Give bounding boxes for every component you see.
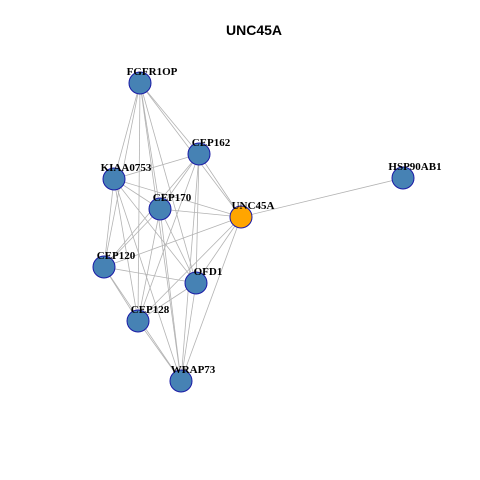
- edge-cep128-wrap73: [137, 320, 182, 382]
- edge-cep162-cep128: [137, 153, 200, 322]
- edge-kiaa0753-ofd1: [113, 178, 197, 284]
- node-cep120[interactable]: [92, 255, 116, 279]
- node-label-cep128: CEP128: [131, 304, 170, 316]
- edge-layer: [103, 82, 404, 382]
- node-unc45a[interactable]: [229, 205, 253, 229]
- diagram-title: UNC45A: [226, 22, 282, 38]
- node-kiaa0753[interactable]: [102, 167, 126, 191]
- edge-kiaa0753-cep128: [113, 178, 139, 322]
- edge-fgfr1op-cep170: [139, 82, 161, 210]
- edge-kiaa0753-unc45a: [113, 178, 242, 218]
- edge-kiaa0753-wrap73: [113, 178, 182, 382]
- node-fgfr1op[interactable]: [128, 71, 152, 95]
- edge-fgfr1op-kiaa0753: [113, 82, 141, 180]
- edge-fgfr1op-ofd1: [139, 82, 197, 284]
- edge-cep170-cep128: [137, 208, 161, 322]
- node-cep170[interactable]: [148, 197, 172, 221]
- edge-fgfr1op-wrap73: [139, 82, 182, 382]
- node-ofd1[interactable]: [184, 271, 208, 295]
- edge-fgfr1op-cep162: [139, 82, 200, 155]
- node-cep128[interactable]: [126, 309, 150, 333]
- node-label-cep120: CEP120: [97, 250, 136, 262]
- edge-ofd1-cep128: [137, 282, 197, 322]
- node-layer: [92, 71, 415, 393]
- node-hsp90ab1[interactable]: [391, 166, 415, 190]
- node-label-kiaa0753: KIAA0753: [101, 162, 152, 174]
- edge-cep162-wrap73: [180, 153, 200, 382]
- edge-cep162-unc45a: [198, 153, 242, 218]
- edge-cep170-ofd1: [159, 208, 197, 284]
- edge-cep170-cep120: [103, 208, 161, 268]
- edge-unc45a-cep128: [137, 216, 242, 322]
- edge-unc45a-ofd1: [195, 216, 242, 284]
- edge-cep170-wrap73: [159, 208, 182, 382]
- edge-kiaa0753-cep120: [103, 178, 115, 268]
- node-label-cep162: CEP162: [192, 137, 231, 149]
- edge-ofd1-wrap73: [180, 282, 197, 382]
- edge-fgfr1op-cep128: [137, 82, 141, 322]
- node-label-unc45a: UNC45A: [232, 200, 275, 212]
- edge-unc45a-cep120: [103, 216, 242, 268]
- node-label-fgfr1op: FGFR1OP: [127, 66, 178, 78]
- edge-cep162-kiaa0753: [113, 153, 200, 180]
- edge-cep120-ofd1: [103, 266, 197, 284]
- node-label-wrap73: WRAP73: [171, 364, 216, 376]
- node-cep162[interactable]: [187, 142, 211, 166]
- node-label-hsp90ab1: HSP90AB1: [388, 161, 441, 173]
- node-label-cep170: CEP170: [153, 192, 192, 204]
- edge-unc45a-wrap73: [180, 216, 242, 382]
- node-wrap73[interactable]: [169, 369, 193, 393]
- edge-unc45a-hsp90ab1: [240, 177, 404, 218]
- node-label-ofd1: OFD1: [194, 266, 223, 278]
- edge-cep170-unc45a: [159, 208, 242, 218]
